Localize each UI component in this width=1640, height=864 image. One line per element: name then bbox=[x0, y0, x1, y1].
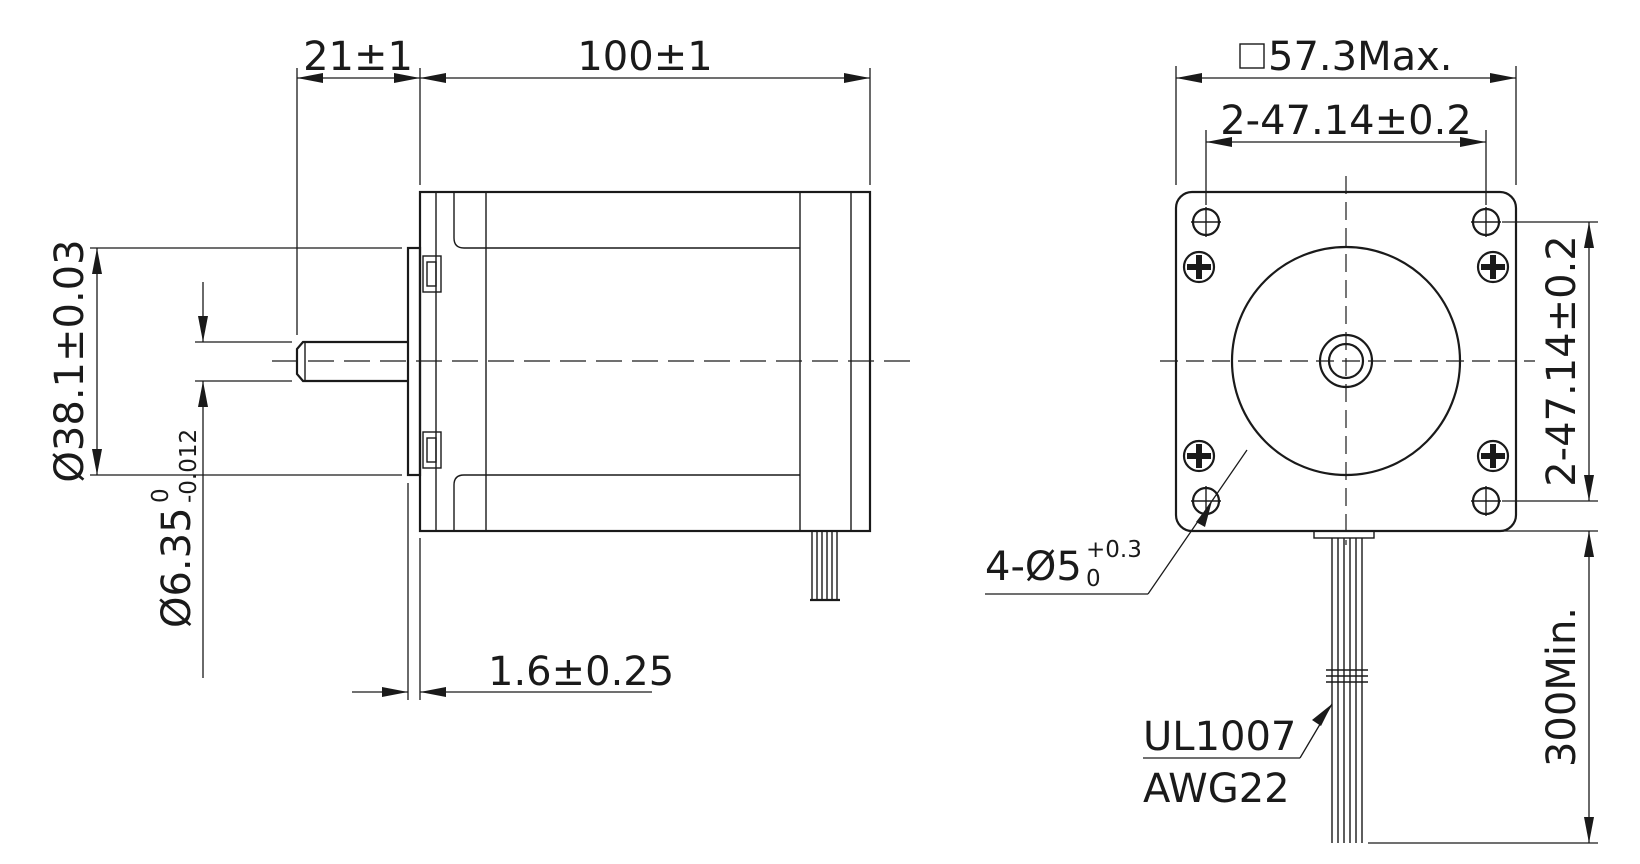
hole-spacing-horizontal-dimension: 2-47.14±0.2 bbox=[1205, 98, 1487, 205]
shaft-length-label: 21±1 bbox=[303, 34, 413, 80]
pilot-height-label: 1.6±0.25 bbox=[488, 649, 674, 695]
hole-spacing-vertical-label: 2-47.14±0.2 bbox=[1539, 235, 1585, 487]
mounting-hole bbox=[1191, 207, 1221, 237]
lead-length-label: 300Min. bbox=[1539, 607, 1585, 767]
shaft-diameter-lower-tolerance: -0.012 bbox=[176, 429, 202, 503]
mounting-hole bbox=[1471, 207, 1501, 237]
lead-wire-spec-line2: AWG22 bbox=[1143, 766, 1290, 812]
hole-spacing-vertical-dimension: 2-47.14±0.2 bbox=[1502, 221, 1598, 502]
lead-length-dimension: 300Min. bbox=[1368, 530, 1598, 844]
screw-head bbox=[1476, 250, 1510, 284]
mounting-holes-lower-tolerance: 0 bbox=[1086, 566, 1101, 592]
frame-size-dimension: 57.3Max. bbox=[1175, 34, 1517, 185]
shaft-diameter-dimension: Ø6.35 0 -0.012 bbox=[148, 282, 292, 678]
mounting-holes-callout: 4-Ø5 +0.3 0 bbox=[985, 449, 1248, 595]
front-boss bbox=[1230, 245, 1462, 477]
frame-size-label: 57.3Max. bbox=[1268, 34, 1452, 80]
shaft-length-dimension: 21±1 bbox=[296, 34, 421, 335]
body-length-dimension: 100±1 bbox=[420, 34, 871, 185]
front-centerlines bbox=[1160, 176, 1535, 545]
mounting-holes-label: 4-Ø5 bbox=[985, 544, 1082, 590]
lead-wires-side bbox=[810, 531, 840, 602]
front-shaft-outer bbox=[1318, 333, 1374, 389]
square-symbol bbox=[1239, 43, 1265, 69]
front-view: 57.3Max. 2-47.14±0.2 2-47.14±0.2 bbox=[985, 34, 1598, 844]
svg-text:Ø6.35: Ø6.35 bbox=[154, 507, 200, 628]
lead-wire-callout: UL1007 AWG22 bbox=[1143, 703, 1333, 812]
side-view: 21±1 100±1 Ø38.1±0.03 bbox=[47, 34, 910, 700]
screw-head bbox=[1182, 250, 1216, 284]
lead-wire-spec-line1: UL1007 bbox=[1143, 714, 1296, 760]
screw-head bbox=[1182, 439, 1216, 473]
lead-wires-front bbox=[1313, 530, 1375, 843]
pilot-diameter-label: Ø38.1±0.03 bbox=[47, 239, 93, 482]
shaft-diameter-upper-tolerance: 0 bbox=[148, 488, 174, 503]
screw-head bbox=[1476, 439, 1510, 473]
pilot-diameter-dimension: Ø38.1±0.03 bbox=[47, 239, 402, 483]
pilot-height-dimension: 1.6±0.25 bbox=[352, 483, 674, 700]
mounting-hole bbox=[1471, 486, 1501, 516]
front-shaft-inner bbox=[1327, 342, 1365, 380]
shaft-diameter-label: Ø6.35 bbox=[154, 507, 200, 628]
body-length-label: 100±1 bbox=[577, 34, 712, 80]
motor-body-side bbox=[406, 190, 872, 533]
hole-spacing-horizontal-label: 2-47.14±0.2 bbox=[1220, 98, 1472, 144]
mounting-holes-upper-tolerance: +0.3 bbox=[1086, 537, 1142, 563]
